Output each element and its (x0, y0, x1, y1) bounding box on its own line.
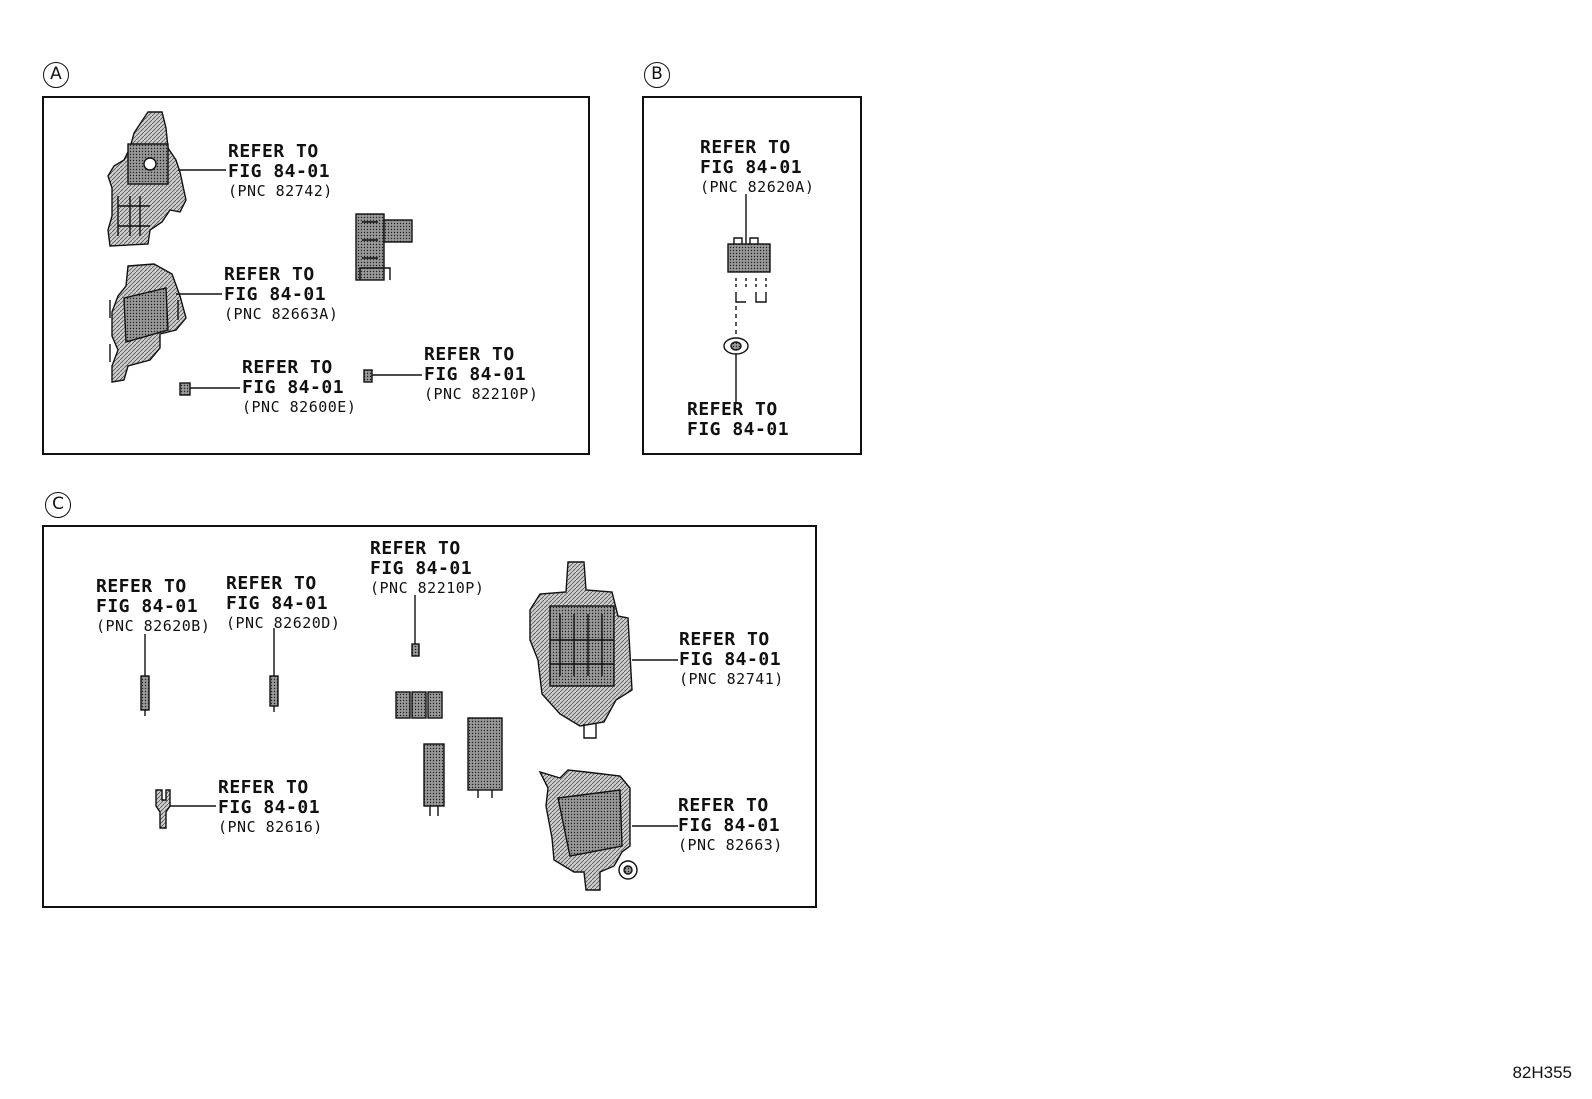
callout-a-82663a: REFER TO FIG 84-01 (PNC 82663A) (224, 264, 339, 324)
callout-pnc: (PNC 82663A) (224, 305, 339, 323)
callout-refer-to: REFER TO (678, 795, 769, 816)
callout-refer-to: REFER TO (224, 264, 315, 285)
junction-block-82663a (109, 263, 187, 383)
callout-refer-to: REFER TO (226, 573, 317, 594)
callout-figure: FIG 84-01 (700, 157, 803, 178)
section-c-panel (42, 525, 817, 908)
callout-c-82741: REFER TO FIG 84-01 (PNC 82741) (679, 629, 784, 689)
callout-pnc: (PNC 82210P) (424, 385, 539, 403)
section-c-marker: C (45, 492, 71, 518)
callout-pnc: (PNC 82620D) (226, 614, 341, 632)
callout-c-82663: REFER TO FIG 84-01 (PNC 82663) (678, 795, 783, 855)
callout-pnc: (PNC 82663) (678, 836, 783, 854)
relay-group-c (395, 691, 503, 816)
callout-refer-to: REFER TO (370, 538, 461, 559)
callout-refer-to: REFER TO (228, 141, 319, 162)
junction-block-82742 (107, 111, 187, 247)
callout-refer-to: REFER TO (424, 344, 515, 365)
callout-refer-to: REFER TO (242, 357, 333, 378)
callout-figure: FIG 84-01 (687, 419, 790, 440)
callout-figure: FIG 84-01 (678, 815, 781, 836)
section-b-marker: B (644, 62, 670, 88)
callout-figure: FIG 84-01 (226, 593, 329, 614)
callout-figure: FIG 84-01 (679, 649, 782, 670)
connector-82616 (155, 789, 171, 829)
drawing-code: 82H355 (1512, 1063, 1572, 1082)
callout-pnc: (PNC 82620A) (700, 178, 815, 196)
callout-pnc: (PNC 82210P) (370, 579, 485, 597)
callout-a-82600e: REFER TO FIG 84-01 (PNC 82600E) (242, 357, 357, 417)
callout-pnc: (PNC 82600E) (242, 398, 357, 416)
relay-connector-a (355, 213, 413, 281)
junction-block-82741 (529, 561, 633, 739)
callout-c-82620b: REFER TO FIG 84-01 (PNC 82620B) (96, 576, 211, 636)
callout-refer-to: REFER TO (687, 399, 778, 420)
callout-refer-to: REFER TO (700, 137, 791, 158)
relay-block-82620a (727, 237, 771, 273)
callout-refer-to: REFER TO (96, 576, 187, 597)
callout-b-82620a: REFER TO FIG 84-01 (PNC 82620A) (700, 137, 815, 197)
callout-figure: FIG 84-01 (370, 558, 473, 579)
section-b-panel (642, 96, 862, 455)
callout-figure: FIG 84-01 (242, 377, 345, 398)
callout-b-grommet: REFER TO FIG 84-01 (687, 400, 789, 440)
callout-refer-to: REFER TO (679, 629, 770, 650)
section-a-marker: A (43, 62, 69, 88)
callout-figure: FIG 84-01 (96, 596, 199, 617)
callout-figure: FIG 84-01 (424, 364, 527, 385)
callout-a-82742: REFER TO FIG 84-01 (PNC 82742) (228, 141, 333, 201)
callout-refer-to: REFER TO (218, 777, 309, 798)
fuse-82210p-c (411, 643, 420, 657)
callout-a-82210p: REFER TO FIG 84-01 (PNC 82210P) (424, 344, 539, 404)
junction-block-82663 (538, 769, 638, 891)
callout-figure: FIG 84-01 (218, 797, 321, 818)
callout-pnc: (PNC 82742) (228, 182, 333, 200)
fuse-82600e (179, 382, 191, 396)
callout-pnc: (PNC 82620B) (96, 617, 211, 635)
callout-c-82210p: REFER TO FIG 84-01 (PNC 82210P) (370, 538, 485, 598)
callout-c-82616: REFER TO FIG 84-01 (PNC 82616) (218, 777, 323, 837)
callout-pnc: (PNC 82741) (679, 670, 784, 688)
fuse-82210p-a (363, 369, 373, 383)
fuse-82620b (140, 675, 150, 716)
fuse-82620d (269, 675, 279, 712)
callout-pnc: (PNC 82616) (218, 818, 323, 836)
callout-c-82620d: REFER TO FIG 84-01 (PNC 82620D) (226, 573, 341, 633)
grommet-b (723, 337, 749, 355)
callout-figure: FIG 84-01 (224, 284, 327, 305)
section-a-panel (42, 96, 590, 455)
callout-figure: FIG 84-01 (228, 161, 331, 182)
